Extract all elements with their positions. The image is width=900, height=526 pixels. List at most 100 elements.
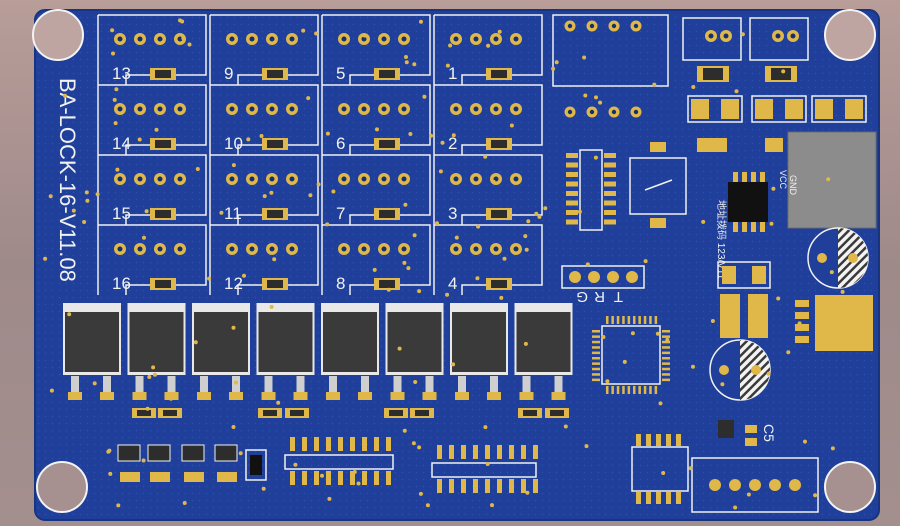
ic-lead: [290, 471, 295, 485]
via: [181, 36, 186, 41]
pin: [769, 479, 781, 491]
ic-lead: [497, 479, 502, 493]
via: [269, 190, 274, 195]
chip-body: [728, 182, 768, 222]
connector-outline: [322, 84, 431, 155]
ic-lead: [509, 479, 514, 493]
via: [242, 273, 246, 278]
mosfet-pad: [390, 392, 405, 400]
connector-number: 7: [336, 204, 345, 223]
via: [145, 406, 150, 411]
via: [412, 62, 417, 67]
mosfet-leg: [329, 376, 337, 394]
regulator-leg: [795, 300, 809, 307]
via: [554, 60, 559, 65]
via: [826, 110, 831, 115]
diode-pad: [785, 99, 803, 119]
mosfet-leg: [458, 376, 466, 394]
ic-lead: [314, 471, 319, 485]
pin-hole: [493, 246, 499, 252]
diode-pad: [722, 266, 736, 284]
qfp-lead: [592, 346, 600, 349]
ic-lead: [533, 479, 538, 493]
pin-hole: [473, 176, 479, 182]
smd-body: [379, 280, 395, 288]
pin-hole: [473, 106, 479, 112]
fuse-body: [771, 68, 791, 80]
via: [231, 163, 236, 168]
chip-lead: [742, 222, 747, 232]
diode-pad: [752, 266, 766, 284]
smd-pad: [184, 472, 204, 482]
ic-lead: [386, 471, 391, 485]
mosfet-body: [65, 312, 119, 372]
via: [551, 66, 556, 71]
via: [777, 147, 782, 152]
connector-9: 9: [209, 14, 319, 85]
qfp-lead: [643, 386, 647, 394]
connector-number: 9: [224, 64, 233, 83]
smd-body: [163, 410, 177, 416]
mcu-outline: [601, 325, 661, 385]
via: [781, 69, 786, 74]
ic-lead: [350, 437, 355, 451]
pin-hole: [513, 246, 519, 252]
via: [112, 97, 117, 102]
switch-pad: [650, 218, 666, 228]
power-connector-1: [682, 17, 742, 61]
connector-number: 15: [112, 204, 131, 223]
switch-outline: [629, 157, 687, 215]
via: [701, 219, 706, 224]
pin: [626, 271, 638, 283]
mosfet-leg: [264, 376, 273, 394]
qfp-lead: [638, 386, 641, 394]
via: [476, 224, 481, 229]
connector-13: 13: [97, 14, 207, 85]
uart-label-t: T: [614, 288, 623, 305]
via: [386, 287, 391, 292]
uart-outline: [561, 265, 645, 289]
pin-hole: [269, 106, 275, 112]
via: [262, 194, 267, 199]
via: [746, 492, 751, 497]
chip-lead: [751, 172, 756, 182]
vias: [43, 18, 845, 510]
via: [116, 503, 121, 508]
via: [803, 439, 807, 444]
ic-lead: [636, 434, 641, 446]
qfp-lead: [606, 386, 609, 394]
connector-outline: [210, 14, 319, 85]
chip-lead: [604, 200, 616, 206]
chip-lead: [604, 210, 616, 215]
via: [786, 350, 791, 355]
pin-hole: [157, 36, 163, 42]
pin-hole: [401, 176, 407, 182]
pin-hole: [361, 246, 367, 252]
mounting-hole-bl: [36, 461, 88, 513]
diode-pad: [691, 99, 709, 119]
mosfet-body: [258, 312, 313, 372]
via: [661, 471, 666, 475]
mosfet-leg: [167, 376, 176, 394]
ic-lead: [485, 479, 490, 493]
pin-hole: [289, 246, 295, 252]
via: [43, 256, 48, 261]
pin-hole: [633, 109, 639, 115]
connector-number: 10: [224, 134, 243, 153]
connector-outline: [210, 224, 319, 295]
qfp-lead: [592, 357, 600, 360]
via: [419, 19, 423, 24]
via: [85, 198, 90, 203]
connector-4: 4: [433, 224, 543, 295]
pin-hole: [177, 106, 183, 112]
pin-hole: [513, 36, 519, 42]
qfp-lead: [654, 386, 658, 394]
mosfet-pad: [197, 392, 211, 400]
via: [655, 331, 660, 336]
ic-lead: [449, 445, 454, 459]
pin-hole: [137, 246, 143, 252]
ic-lead: [485, 445, 490, 459]
qfp-lead: [662, 335, 670, 338]
connector-outline: [98, 154, 207, 225]
qfp-lead: [633, 386, 636, 394]
